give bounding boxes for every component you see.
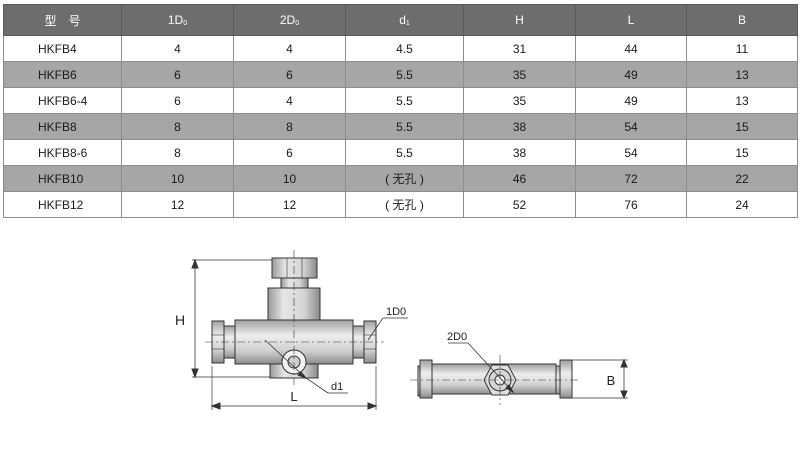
table-cell: ( 无孔 ) bbox=[345, 191, 464, 218]
table-cell: 6 bbox=[233, 61, 346, 88]
cell-model: HKFB8 bbox=[3, 113, 122, 140]
table-cell: 12 bbox=[233, 191, 346, 218]
label-b: B bbox=[607, 373, 616, 388]
table-cell: 5.5 bbox=[345, 87, 464, 114]
cell-model: HKFB6-4 bbox=[3, 87, 122, 114]
table-cell: 4 bbox=[121, 35, 234, 62]
table-cell: 4 bbox=[233, 35, 346, 62]
table-cell: 44 bbox=[575, 35, 687, 62]
table-cell: 49 bbox=[575, 87, 687, 114]
header-2d0: 2D0 bbox=[233, 4, 346, 36]
table-cell: 49 bbox=[575, 61, 687, 88]
table-cell: 12 bbox=[121, 191, 234, 218]
table-cell: 38 bbox=[463, 139, 576, 166]
header-model: 型 号 bbox=[3, 4, 122, 36]
cell-model: HKFB10 bbox=[3, 165, 122, 192]
table-cell: 5.5 bbox=[345, 113, 464, 140]
table-cell: 52 bbox=[463, 191, 576, 218]
cell-model: HKFB8-6 bbox=[3, 139, 122, 166]
table-cell: 72 bbox=[575, 165, 687, 192]
table-cell: 11 bbox=[686, 35, 798, 62]
table-cell: ( 无孔 ) bbox=[345, 165, 464, 192]
label-1d0: 1D0 bbox=[386, 306, 406, 318]
table-cell: 13 bbox=[686, 87, 798, 114]
label-l: L bbox=[290, 389, 297, 404]
front-view bbox=[191, 250, 408, 410]
table-cell: 76 bbox=[575, 191, 687, 218]
table-cell: 35 bbox=[463, 87, 576, 114]
side-view bbox=[410, 342, 628, 405]
table-cell: 54 bbox=[575, 113, 687, 140]
cell-model: HKFB6 bbox=[3, 61, 122, 88]
table-cell: 15 bbox=[686, 113, 798, 140]
table-cell: 10 bbox=[121, 165, 234, 192]
header-d1: d1 bbox=[345, 4, 464, 36]
cell-model: HKFB12 bbox=[3, 191, 122, 218]
table-cell: 15 bbox=[686, 139, 798, 166]
table-cell: 22 bbox=[686, 165, 798, 192]
header-h: H bbox=[463, 4, 576, 36]
label-2d0: 2D0 bbox=[447, 331, 467, 343]
label-d1: d1 bbox=[331, 381, 343, 393]
table-cell: 4.5 bbox=[345, 35, 464, 62]
header-b: B bbox=[686, 4, 798, 36]
table-cell: 8 bbox=[121, 113, 234, 140]
table-cell: 24 bbox=[686, 191, 798, 218]
table-header-row: 型 号 1D0 2D0 d1 H L B bbox=[3, 4, 798, 36]
table-cell: 35 bbox=[463, 61, 576, 88]
table-cell: 6 bbox=[121, 61, 234, 88]
table-cell: 6 bbox=[121, 87, 234, 114]
table-cell: 6 bbox=[233, 139, 346, 166]
table-cell: 4 bbox=[233, 87, 346, 114]
cell-model: HKFB4 bbox=[3, 35, 122, 62]
table-cell: 31 bbox=[463, 35, 576, 62]
table-cell: 5.5 bbox=[345, 139, 464, 166]
label-h: H bbox=[175, 312, 185, 328]
